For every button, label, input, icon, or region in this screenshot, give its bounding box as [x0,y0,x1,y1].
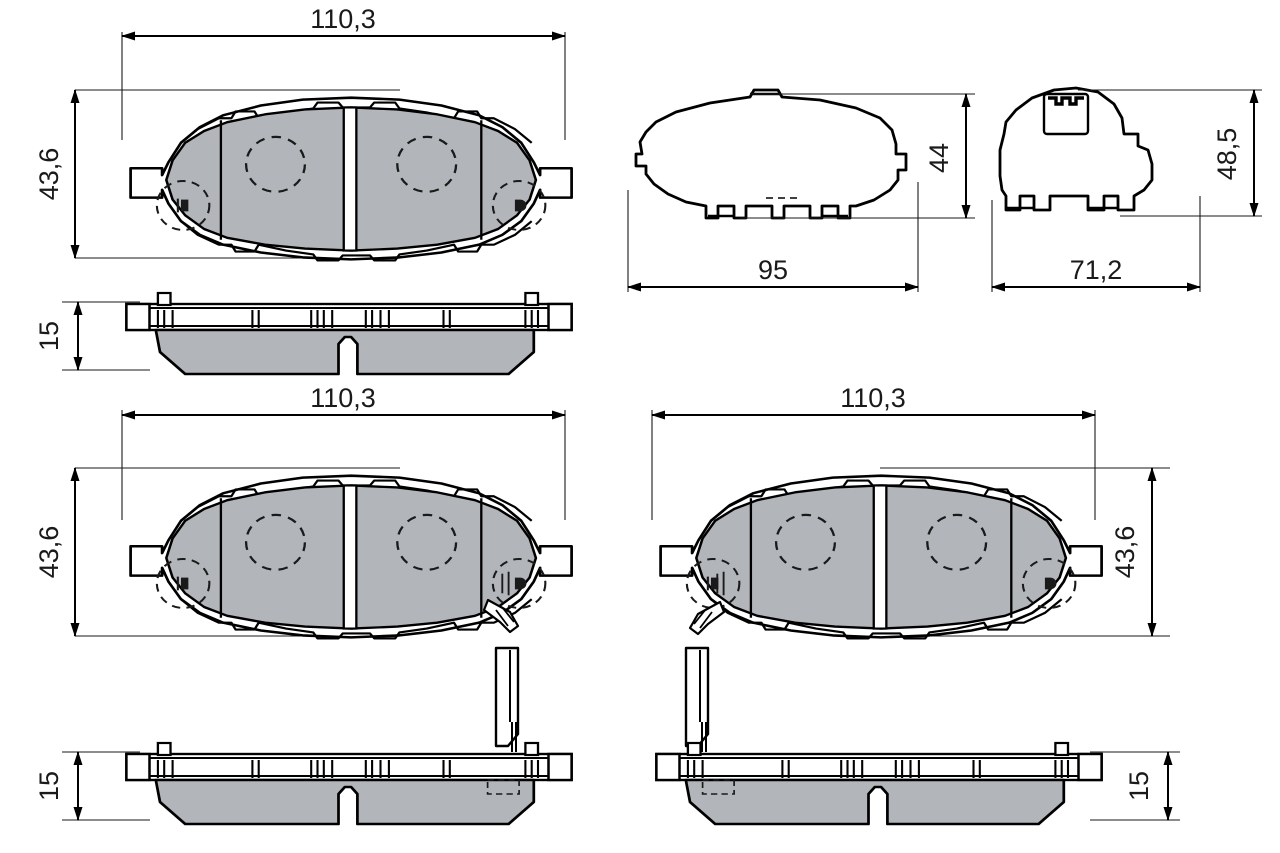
dimension-label: 15 [34,321,64,351]
view-bottom-left: 110,3 43,6 [34,383,573,826]
wear-sensor-elevation [684,646,710,754]
dimension-110-3-top-left: 110,3 [121,4,566,41]
dimension-15-bottom-left: 15 [34,751,150,821]
wear-sensor-elevation [494,646,520,754]
view-top-middle: 44 95 [627,88,975,292]
dimension-43-6-top-left: 43,6 [34,89,80,259]
dimension-label: 110,3 [310,383,376,413]
dimension-label: 15 [34,771,64,801]
dimension-48-5-top-right: 48,5 [1212,89,1259,217]
view-bottom-right: 110,3 43,6 [651,383,1180,826]
dimension-label: 110,3 [840,383,906,413]
view-top-right: 48,5 71,2 [991,86,1262,292]
dimension-label: 15 [1124,771,1154,801]
dimension-110-3-bottom-left: 110,3 [121,383,566,420]
dimension-label: 43,6 [34,526,64,579]
dimension-95-top-middle: 95 [627,255,919,292]
dimension-label: 110,3 [310,4,376,34]
dimension-43-6-bottom-right: 43,6 [1110,467,1157,637]
dimension-label: 71,2 [1070,255,1123,285]
dimension-label: 95 [758,255,788,285]
dimension-110-3-bottom-right: 110,3 [651,383,1096,420]
dimension-label: 43,6 [34,148,64,201]
dimension-15-top-left: 15 [34,301,150,371]
dimension-label: 48,5 [1212,128,1242,181]
dimension-44-top-middle: 44 [924,93,971,219]
view-top-left: 110,3 43,6 15 [34,4,573,376]
dimension-71-2-top-right: 71,2 [991,255,1201,292]
dimension-label: 44 [924,143,954,173]
dimension-15-bottom-right: 15 [1090,751,1180,821]
dimension-label: 43,6 [1110,526,1140,579]
dimension-43-6-bottom-left: 43,6 [34,467,80,637]
